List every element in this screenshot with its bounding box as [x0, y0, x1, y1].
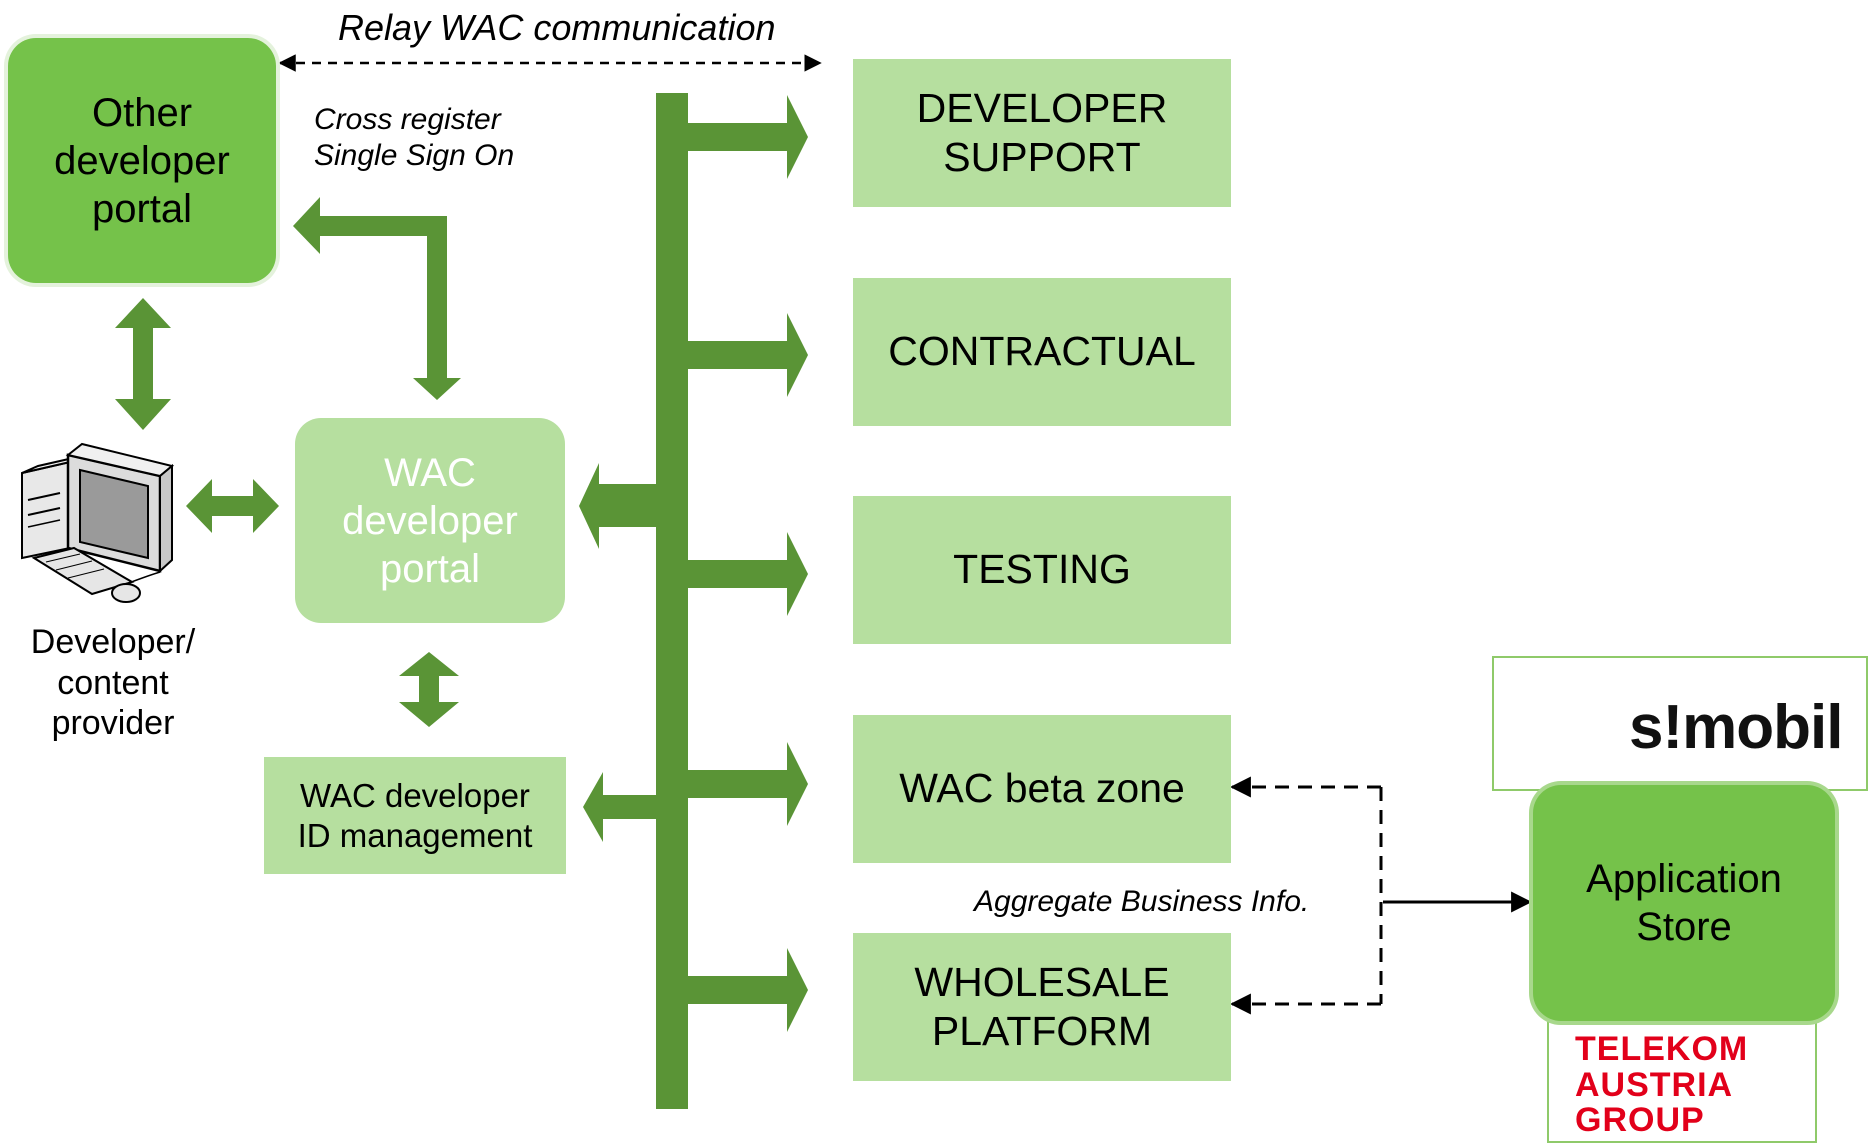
relay-label: Relay WAC communication: [338, 7, 776, 48]
application-store: Application Store: [1533, 785, 1835, 1021]
aggregate-label: Aggregate Business Info.: [974, 885, 1310, 918]
simobil-logo: s!mobil: [1492, 656, 1868, 791]
bus-arrow-wholesale: [688, 948, 808, 1032]
telekom-wordmark: TELEKOM AUSTRIA GROUP: [1575, 1030, 1749, 1140]
bus-bar: [656, 93, 688, 1109]
wac-portal-id-arrow: [399, 652, 459, 727]
bus-arrow-wac-id: [583, 772, 656, 842]
other-developer-portal: Other developer portal: [8, 38, 276, 283]
simobil-wordmark: s!mobil: [1629, 693, 1843, 762]
bus-arrow-wac-portal: [579, 463, 656, 549]
wac-id-management: WAC developer ID management: [264, 757, 566, 874]
bus-arrow-contractual: [688, 313, 808, 397]
beta-zone-box: WAC beta zone: [853, 715, 1231, 863]
contractual-box: CONTRACTUAL: [853, 278, 1231, 426]
wholesale-platform-box: WHOLESALE PLATFORM: [853, 933, 1231, 1081]
bus-arrow-testing: [688, 532, 808, 616]
telekom-logo: TELEKOM AUSTRIA GROUP: [1547, 1020, 1817, 1143]
cross-register-label: Cross register Single Sign On: [314, 103, 515, 172]
computer-icon: [21, 442, 175, 603]
developer-label: Developer/ content provider: [30, 622, 196, 743]
bus-arrow-beta-zone: [688, 742, 808, 826]
testing-box: TESTING: [853, 496, 1231, 644]
developer-wac-portal-arrow: [186, 479, 279, 533]
cross-register-arrow: [293, 197, 461, 400]
other-portal-developer-arrow: [115, 298, 171, 430]
bus-arrow-developer-support: [688, 95, 808, 179]
developer-support-box: DEVELOPER SUPPORT: [853, 59, 1231, 207]
wac-developer-portal: WAC developer portal: [295, 418, 565, 623]
